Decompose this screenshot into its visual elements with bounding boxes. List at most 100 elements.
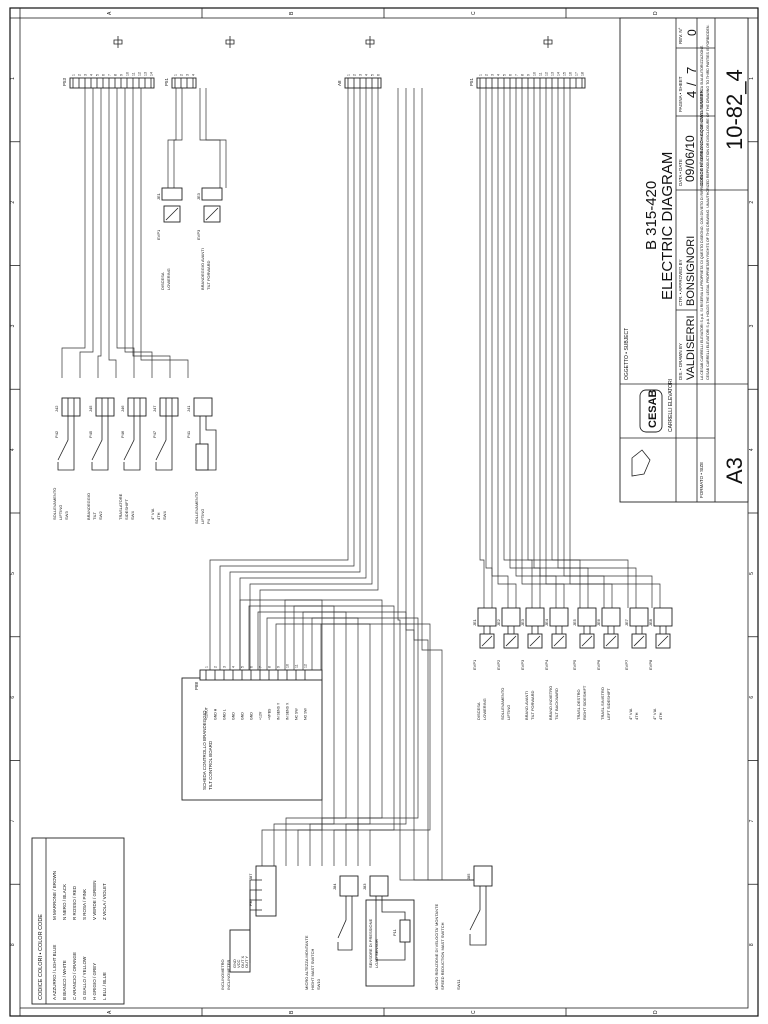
tilt-pin-name: +VPBS — [268, 708, 272, 720]
pot-name-en: LIFTING — [200, 509, 205, 524]
pin-number: 1 — [347, 74, 351, 76]
approved-by: BONSIGNORI — [685, 236, 697, 306]
inclinometer-connector — [255, 865, 277, 917]
pin-number: 17 — [575, 72, 579, 76]
connector-label: P51 — [469, 77, 474, 86]
pin-number: 9 — [527, 74, 531, 76]
pin-number: 7 — [515, 74, 519, 76]
legal-note-en: CESAB CARRELLI ELEVATORI S.p.A. HOLDS TH… — [706, 24, 710, 380]
pin-number: 3 — [84, 74, 88, 76]
potentiometer-icon — [195, 443, 209, 471]
grid-row-label: 8 — [749, 943, 755, 946]
inclinometer-connector-label: J87 — [248, 873, 253, 880]
color-code-entry: C ARANCIO / ORANGE — [72, 952, 77, 1000]
diagram-title: ELECTRIC DIAGRAM — [659, 152, 676, 300]
sheet-total: 7 — [684, 67, 699, 74]
tilt-pin-number: 9 — [277, 666, 281, 668]
tilt-pin-number: 10 — [286, 664, 290, 668]
mast-switch-connector — [339, 875, 359, 897]
bottom-valve-label-en: 4TH — [658, 712, 663, 720]
speed-switch-code: SW11 — [456, 979, 461, 990]
drawn-by: VALDISERRI — [685, 315, 697, 380]
color-code-entry: S ROSA / PINK — [82, 889, 87, 920]
tilt-pin-number: 4 — [232, 666, 236, 668]
bottom-valve-connector — [525, 607, 545, 627]
tilt-board-box — [181, 677, 323, 801]
pin-number: 8 — [114, 74, 118, 76]
bottom-valve-connector — [549, 607, 569, 627]
load-sensor-name-en: LOAD SENSOR — [374, 939, 379, 968]
pin-number: 10 — [533, 72, 537, 76]
switch-plug-label: P46 — [120, 430, 125, 438]
switch-plug-label: P45 — [88, 430, 93, 438]
pin-number: 12 — [138, 72, 142, 76]
bottom-valve-label-en: LOWERING — [482, 698, 487, 720]
top-connector-0 — [69, 77, 155, 89]
tilt-pin-number: 1 — [205, 666, 209, 668]
tilt-pin-name: +12VUT — [205, 706, 209, 720]
approved-label: CTR. • APPROVED BY — [678, 259, 683, 306]
mast-switch-code: SW10 — [316, 978, 321, 990]
grid-col-label: D — [653, 11, 659, 15]
pin-number: 6 — [509, 74, 513, 76]
grid-col-label: A — [107, 11, 113, 15]
legal-note-it: LA CESAB CARRELLI ELEVATORI S.p.A. SI RI… — [700, 45, 704, 380]
bottom-valve-code: EVP6 — [596, 659, 601, 670]
inclinometer-name-en: INCLINOMETER — [226, 960, 231, 990]
pin-number: 3 — [359, 74, 363, 76]
pin-number: 1 — [174, 74, 178, 76]
grid-col-label: A — [107, 1010, 113, 1014]
company-logo-icon — [631, 449, 651, 477]
tilt-pin-name: GND — [241, 712, 245, 720]
pin-number: 4 — [192, 74, 196, 76]
grid-row-label: 5 — [749, 572, 755, 575]
pin-number: 4 — [90, 74, 94, 76]
grid-col-label: B — [289, 11, 295, 15]
switch-connector-label: J42 — [54, 405, 59, 412]
mast-switch-icon — [337, 896, 353, 951]
bottom-valve-connector — [629, 607, 649, 627]
tilt-pin-number: 3 — [223, 666, 227, 668]
title-block: OGGETTO • SUBJECT B 315-420 ELECTRIC DIA… — [619, 17, 749, 503]
pin-number: 3 — [491, 74, 495, 76]
switch-name-en: LIFTING — [58, 505, 63, 520]
tilt-pin-name: GND H — [214, 708, 218, 720]
speed-switch-name-it: MICRO RIDUZIONE DI VELOCITA' MONTANTE — [434, 903, 439, 990]
bottom-valve-connector-label: JE3 — [520, 618, 525, 626]
color-code-entry: H GRIGIO / GREY — [92, 963, 97, 1000]
pin-number: 14 — [150, 72, 154, 76]
grid-row-label: 5 — [10, 572, 16, 575]
bottom-valve-label-it: TRASL.SINISTRO — [600, 687, 605, 720]
color-code-entry: R ROSSO / RED — [72, 885, 77, 920]
tilt-pin-name: +12V — [259, 711, 263, 720]
grid-row-label: 7 — [10, 819, 16, 822]
pin-number: 6 — [102, 74, 106, 76]
mast-switch-name-en: HIGHT MAST SWITCH — [310, 948, 315, 990]
inclinometer-pin: OUT Y — [244, 956, 249, 968]
switch-connector — [159, 397, 179, 417]
bottom-valve-connector-label: JE6 — [596, 618, 601, 626]
pin-number: 4 — [365, 74, 369, 76]
pin-number: 13 — [144, 72, 148, 76]
color-code-title: CODICE COLORI • COLOR CODE — [38, 914, 44, 1000]
pot-code: P4 — [206, 518, 211, 524]
pin-number: 1 — [72, 74, 76, 76]
tilt-pin-number: 7 — [259, 666, 263, 668]
color-code-box — [31, 837, 125, 1005]
bottom-valve-code: EVP7 — [624, 659, 629, 670]
pin-number: 18 — [581, 72, 585, 76]
grid-row-label: 7 — [749, 819, 755, 822]
grid-col-label: D — [653, 1010, 659, 1014]
bottom-valve-label-en: TILT FORWARD — [530, 690, 535, 720]
bottom-valve-label-en: TILT BACKWARD — [554, 688, 559, 720]
valve-connector-top — [161, 187, 183, 201]
bottom-valve-label-en: LEFT SIDESHIFT — [606, 688, 611, 720]
pin-number: 16 — [569, 72, 573, 76]
grid-row-label: 8 — [10, 943, 16, 946]
